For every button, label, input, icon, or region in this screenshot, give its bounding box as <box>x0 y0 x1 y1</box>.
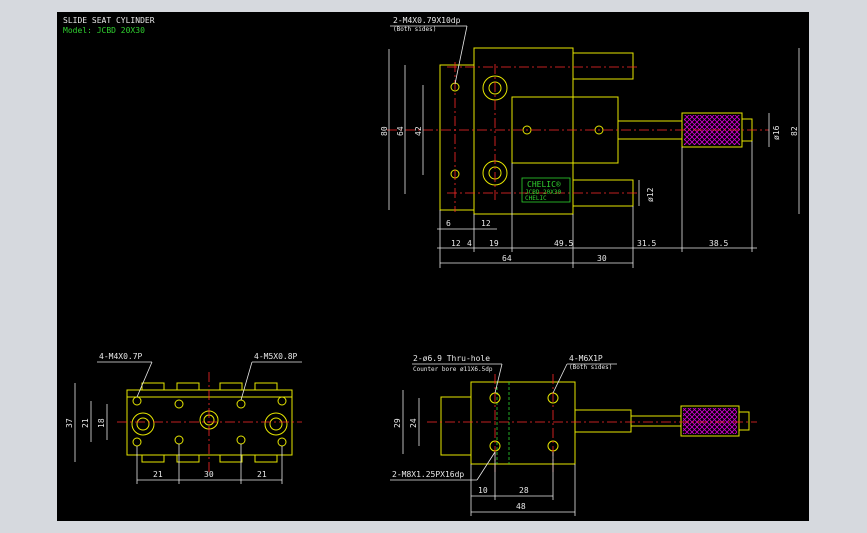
bl-dim-37: 37 <box>65 418 74 428</box>
bl-base-plate <box>126 396 293 456</box>
bl-counterbore-right <box>264 412 288 436</box>
top-view: CHELIC® JCBD 20X30 CHELIC 2-M4X0.79X10dp… <box>380 16 800 268</box>
bottom-left-view: 4-M4X0.7P 4-M5X0.8P 37 21 18 21 30 21 <box>65 352 302 484</box>
top-callout-main: 2-M4X0.79X10dp <box>393 16 461 25</box>
top-callout-sub: (Both sides) <box>393 26 436 33</box>
bl-tap-2 <box>132 437 142 447</box>
bl-hole-left <box>136 417 150 431</box>
dim-64-bottom: 64 <box>502 254 512 263</box>
dim-64: 64 <box>396 126 405 136</box>
bl-tab-8 <box>254 454 278 463</box>
bl-callout-right: 4-M5X0.8P <box>254 352 298 361</box>
model-label: Model: JCBD 20X30 <box>63 26 145 35</box>
dim-42: 42 <box>414 126 423 136</box>
dim-31-5: 31.5 <box>637 239 656 248</box>
dim-30-bottom: 30 <box>597 254 607 263</box>
bl-tab-7 <box>219 454 243 463</box>
cad-drawing: SLIDE SEAT CYLINDER Model: JCBD 20X30 CH… <box>63 16 800 516</box>
bl-tap-7 <box>277 396 287 406</box>
bl-dim-18: 18 <box>97 418 106 428</box>
br-callout-hole-leader <box>494 363 503 394</box>
br-body <box>470 381 576 465</box>
br-dim-28: 28 <box>519 486 529 495</box>
br-piston-rod <box>630 415 682 427</box>
br-dim-48: 48 <box>516 502 526 511</box>
bl-top-edge <box>126 389 293 398</box>
top-nameplate <box>521 177 571 203</box>
br-dim-10: 10 <box>478 486 488 495</box>
bl-tab-4 <box>254 382 278 391</box>
dim-12b: 12 <box>481 219 491 228</box>
bl-tap-1 <box>132 396 142 406</box>
drawing-viewport[interactable]: SLIDE SEAT CYLINDER Model: JCBD 20X30 CH… <box>57 12 809 521</box>
bl-tap-5 <box>236 399 246 409</box>
dim-o16: ø16 <box>772 125 781 140</box>
nameplate-line-2: CHELIC <box>525 195 547 202</box>
nameplate-line-1: JCBD 20X30 <box>525 189 562 196</box>
drawing-title: SLIDE SEAT CYLINDER <box>63 16 155 25</box>
dim-19: 19 <box>489 239 499 248</box>
br-dim-24: 24 <box>409 418 418 428</box>
bl-callout-right-leader <box>240 361 253 401</box>
dim-38-5: 38.5 <box>709 239 728 248</box>
br-callout-thread: 4-M6X1P <box>569 354 603 363</box>
br-dim-29: 29 <box>393 418 402 428</box>
bl-tab-5 <box>141 454 165 463</box>
br-callout-thread-leader <box>552 363 568 394</box>
bl-counterbore-left <box>131 412 155 436</box>
br-callout-thread-sub: (Both sides) <box>569 364 612 371</box>
dim-49-5: 49.5 <box>554 239 573 248</box>
dim-82: 82 <box>790 126 799 136</box>
dim-6: 6 <box>446 219 451 228</box>
nameplate-brand: CHELIC® <box>527 180 561 189</box>
bl-tap-4 <box>174 435 184 445</box>
bl-tab-6 <box>176 454 200 463</box>
br-callout-hole-1: 2-ø6.9 Thru-hole <box>413 354 490 363</box>
bl-tab-2 <box>176 382 200 391</box>
br-rod-end <box>738 411 750 431</box>
top-end-plate <box>439 64 475 211</box>
bl-dim-21b: 21 <box>257 470 267 479</box>
top-body <box>473 47 574 215</box>
br-sleeve <box>574 409 632 433</box>
br-knurl-pattern <box>683 408 737 434</box>
bl-hole-right <box>269 417 283 431</box>
bl-tab-3 <box>219 382 243 391</box>
br-callout-bottom: 2-M8X1.25PX16dp <box>392 470 464 479</box>
br-callout-hole-2: Counter bore ø11X6.5dp <box>413 366 493 373</box>
dim-12a: 12 <box>451 239 461 248</box>
top-callout-leader <box>454 25 468 85</box>
bl-dim-21a: 21 <box>153 470 163 479</box>
top-guide-rod-upper <box>572 52 634 80</box>
bl-tab-1 <box>141 382 165 391</box>
dim-4: 4 <box>467 239 472 248</box>
dim-80: 80 <box>380 126 389 136</box>
bl-callout-left: 4-M4X0.7P <box>99 352 143 361</box>
bl-tap-8 <box>277 437 287 447</box>
bl-callout-left-leader <box>136 361 153 398</box>
bl-dim-21: 21 <box>81 418 90 428</box>
bl-tap-6 <box>236 435 246 445</box>
br-end-block <box>440 396 472 456</box>
dim-o12: ø12 <box>646 187 655 202</box>
bottom-right-view: 2-ø6.9 Thru-hole Counter bore ø11X6.5dp … <box>390 354 757 516</box>
bl-dim-30: 30 <box>204 470 214 479</box>
br-callout-bottom-leader <box>476 451 496 481</box>
bl-tap-3 <box>174 399 184 409</box>
